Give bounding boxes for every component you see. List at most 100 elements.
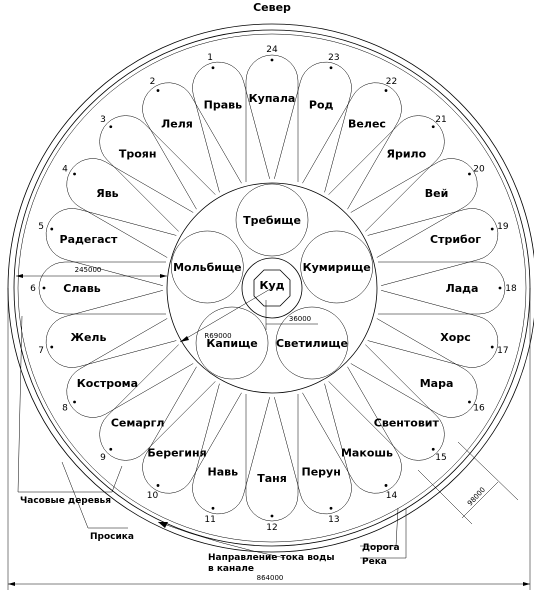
river-label: Река <box>362 557 387 567</box>
dimension-36000: 36000 <box>265 300 318 330</box>
petal-label: Берегиня <box>147 447 206 460</box>
inner-circle-label: Кумирище <box>303 261 371 274</box>
tree-dot <box>468 172 471 176</box>
water-direction-label-1: Направление тока воды <box>208 553 335 563</box>
petal-label: Правь <box>204 98 242 111</box>
petal-number: 7 <box>38 346 44 356</box>
petal-label: Род <box>309 98 334 111</box>
petal-6: 6 Славь <box>30 261 166 315</box>
dimension-label: R69000 <box>204 332 231 340</box>
water-direction-arrow: Направление тока воды в канале <box>157 521 335 574</box>
inner-courtyard <box>166 182 378 394</box>
tree-dot <box>329 506 333 510</box>
inner-circle-label: Мольбище <box>173 261 242 274</box>
dimension-864000: 864000 <box>7 288 531 590</box>
inner-circle-label: Светилище <box>276 337 348 350</box>
petal-number: 16 <box>473 404 485 414</box>
petal-label: Купала <box>249 92 296 105</box>
tree-dot <box>468 400 471 404</box>
petal-label: Жель <box>70 331 106 344</box>
petal-14: 14 Макошь <box>302 366 402 501</box>
dimension-245000: 245000 <box>16 266 167 278</box>
center-ring <box>241 257 303 319</box>
tree-dot <box>329 66 333 70</box>
petal-number: 13 <box>328 515 339 525</box>
petal-number: 5 <box>38 222 44 232</box>
canal-ring <box>17 33 527 543</box>
tree-dot <box>211 66 215 70</box>
inner-circle-label: Капище <box>206 337 257 350</box>
inner-circle-label: Требище <box>243 214 301 227</box>
tree-dot <box>270 58 274 62</box>
tree-dot <box>384 484 388 487</box>
petal-number: 1 <box>207 53 213 63</box>
petal-16: 16 Мара <box>350 318 485 418</box>
tree-dot <box>73 172 76 176</box>
tree-dot <box>431 447 435 451</box>
dimension-label: 245000 <box>75 266 102 274</box>
petal-label: Стрибог <box>430 233 481 246</box>
petal-number: 23 <box>328 53 339 63</box>
tree-dot <box>42 286 46 290</box>
petal-label: Велес <box>348 117 386 130</box>
dimension-label: 98000 <box>466 486 487 508</box>
dimension-label: 36000 <box>289 315 311 323</box>
petal-number: 3 <box>100 115 106 125</box>
tree-dot <box>50 227 54 231</box>
petal-number: 2 <box>150 77 156 87</box>
petal-label: Ярило <box>387 148 427 161</box>
petal-number: 11 <box>204 515 215 525</box>
petal-number: 20 <box>473 165 485 175</box>
tree-dot <box>384 89 388 92</box>
petal-number: 9 <box>100 453 106 463</box>
petal-number: 21 <box>435 115 446 125</box>
petal-number: 10 <box>147 491 159 501</box>
tree-dot <box>498 286 502 290</box>
tree-dot <box>156 89 160 92</box>
petal-label: Славь <box>63 282 101 295</box>
petal-number: 14 <box>386 491 398 501</box>
tree-dot <box>490 227 494 231</box>
petal-10: 10 Берегиня <box>142 366 242 501</box>
tree-dot <box>490 345 494 349</box>
petal-label: Мара <box>420 377 454 390</box>
petal-label: Лада <box>446 282 479 295</box>
petal-label: Макошь <box>341 447 393 460</box>
petal-number: 4 <box>62 165 68 175</box>
petal-number: 6 <box>30 284 36 294</box>
petal-number: 17 <box>497 346 508 356</box>
inner-circle-1: Требище <box>235 183 309 257</box>
dimension-label: 864000 <box>257 574 284 582</box>
petal-label: Вей <box>425 187 449 200</box>
callout-prosika: Просика <box>61 461 134 542</box>
north-label: Север <box>253 1 291 14</box>
petal-label: Леля <box>161 117 193 130</box>
tree-dot <box>109 447 113 451</box>
callout-road-river: Дорога Река <box>360 507 407 567</box>
inner-circle-4: Капище <box>195 306 269 380</box>
callout-trees: Часовые деревья <box>17 315 123 506</box>
water-direction-label-2: в канале <box>208 564 254 574</box>
tree-dot <box>156 484 160 487</box>
petal-label: Кострома <box>77 377 138 390</box>
callout-prosika-label: Просика <box>90 532 134 542</box>
inner-circle-3: Светилище <box>275 306 349 380</box>
callout-trees-label: Часовые деревья <box>20 496 111 506</box>
inner-circle-5: Мольбище <box>171 230 244 304</box>
tree-dot <box>73 400 76 404</box>
petal-number: 15 <box>435 453 446 463</box>
